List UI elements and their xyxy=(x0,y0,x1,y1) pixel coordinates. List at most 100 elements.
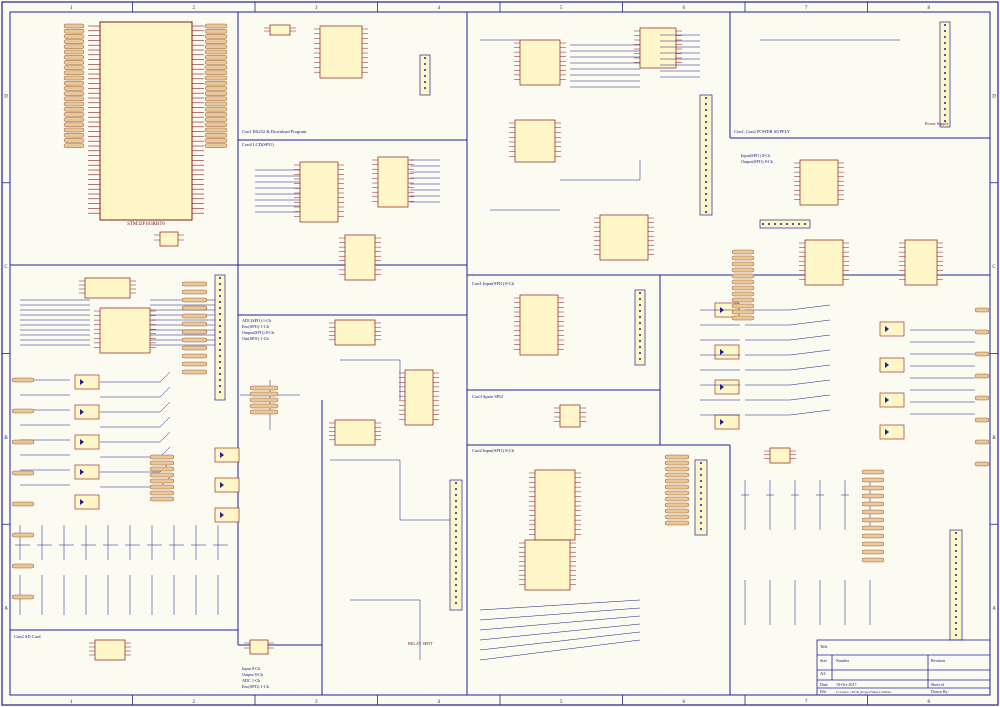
size-label: Size xyxy=(820,658,827,663)
title-label: Title xyxy=(820,644,828,649)
sheet-label: Sheet of xyxy=(931,682,945,687)
net-label xyxy=(664,466,690,472)
net-label xyxy=(204,80,228,86)
opto-isolator xyxy=(74,494,100,510)
opto-isolator xyxy=(74,404,100,420)
net-label xyxy=(63,55,85,60)
net-label xyxy=(861,525,885,531)
net-label xyxy=(149,460,175,466)
net-label xyxy=(664,460,690,466)
block-title-lcd: Con4 LCD(SPI1) xyxy=(242,142,274,147)
net-label xyxy=(149,490,175,496)
ic-chip xyxy=(334,319,376,346)
net-label xyxy=(181,337,208,343)
net-label xyxy=(63,117,85,122)
block-title-spi2: Con3 Spare SPI2 xyxy=(472,394,503,399)
zone-col-6: 6 xyxy=(683,6,686,11)
net-label xyxy=(204,55,228,60)
zone-row-C: C xyxy=(992,265,996,270)
net-label xyxy=(731,273,755,279)
opto-isolator xyxy=(214,507,240,523)
net-label xyxy=(149,466,175,472)
zone-row-D: D xyxy=(992,94,996,99)
ic-chip xyxy=(269,24,291,36)
opto-isolator xyxy=(214,477,240,493)
net-label xyxy=(861,509,885,515)
block-title-sdcard: Con2 SD Card xyxy=(14,634,41,639)
net-label xyxy=(861,533,885,539)
net-label xyxy=(204,39,228,44)
opto-isolator xyxy=(74,464,100,480)
connector xyxy=(699,94,713,216)
net-label xyxy=(731,303,755,309)
net-label xyxy=(974,439,990,445)
net-label xyxy=(63,96,85,102)
net-label xyxy=(731,279,755,285)
net-label xyxy=(204,29,228,34)
zone-col-4: 4 xyxy=(438,700,441,705)
opto-isolator xyxy=(714,379,740,395)
revision-label: Revision xyxy=(931,658,945,663)
zone-row-C: C xyxy=(4,265,8,270)
note-right-output: Output(SPI1) 8-Ch xyxy=(741,159,774,164)
note-bottom-output: Output 8-Ch xyxy=(242,672,264,677)
net-label xyxy=(11,408,35,414)
net-label xyxy=(63,132,85,138)
ic-chip xyxy=(599,214,649,261)
ic-chip xyxy=(84,277,131,299)
net-label xyxy=(63,44,85,49)
zone-row-B: B xyxy=(992,436,996,441)
opto-isolator xyxy=(74,374,100,390)
note-bottom-input: Input 8-Ch xyxy=(242,666,261,671)
size-value: A3 xyxy=(820,671,826,676)
ic-chip xyxy=(319,25,363,79)
opto-isolator xyxy=(74,434,100,450)
net-label xyxy=(204,34,228,39)
net-label xyxy=(11,594,35,600)
zone-row-A: A xyxy=(992,607,996,612)
net-label xyxy=(181,289,208,295)
net-label xyxy=(861,557,885,563)
net-label xyxy=(664,478,690,484)
net-label xyxy=(11,563,35,569)
net-label xyxy=(204,70,228,76)
zone-col-4: 4 xyxy=(438,6,441,11)
net-label xyxy=(731,249,755,255)
net-label xyxy=(63,143,85,148)
opto-isolator xyxy=(214,447,240,463)
net-label xyxy=(974,329,990,335)
net-label xyxy=(63,86,85,91)
opto-isolator xyxy=(879,321,905,337)
net-label xyxy=(63,34,85,39)
net-label xyxy=(63,101,85,107)
ic-chip xyxy=(344,234,376,281)
opto-isolator xyxy=(879,424,905,440)
net-label xyxy=(731,291,755,297)
ic-chip xyxy=(334,419,376,446)
note-bottom-enc: Enc(SPI1) 1-Ch xyxy=(242,684,270,689)
net-label xyxy=(664,520,690,526)
note-bottom-adc: ADC 1-Ch xyxy=(242,678,261,683)
net-label xyxy=(974,461,990,467)
mcu-pins xyxy=(88,25,204,214)
net-label xyxy=(731,297,755,303)
net-label xyxy=(664,484,690,490)
net-label xyxy=(204,86,228,91)
zone-col-5: 5 xyxy=(560,6,563,11)
net-label xyxy=(63,112,85,117)
note-out: Out(SPI1) 1-Ch xyxy=(242,336,270,341)
ic-chip xyxy=(534,469,576,541)
net-label xyxy=(664,454,690,460)
net-label xyxy=(974,351,990,357)
net-label xyxy=(11,532,35,538)
opto-isolator xyxy=(714,344,740,360)
connector xyxy=(449,479,463,611)
net-label xyxy=(861,469,885,475)
ic-chip xyxy=(249,639,269,655)
ic-chips xyxy=(74,24,943,661)
connector xyxy=(634,289,646,366)
net-label xyxy=(974,395,990,401)
net-label xyxy=(181,313,208,319)
